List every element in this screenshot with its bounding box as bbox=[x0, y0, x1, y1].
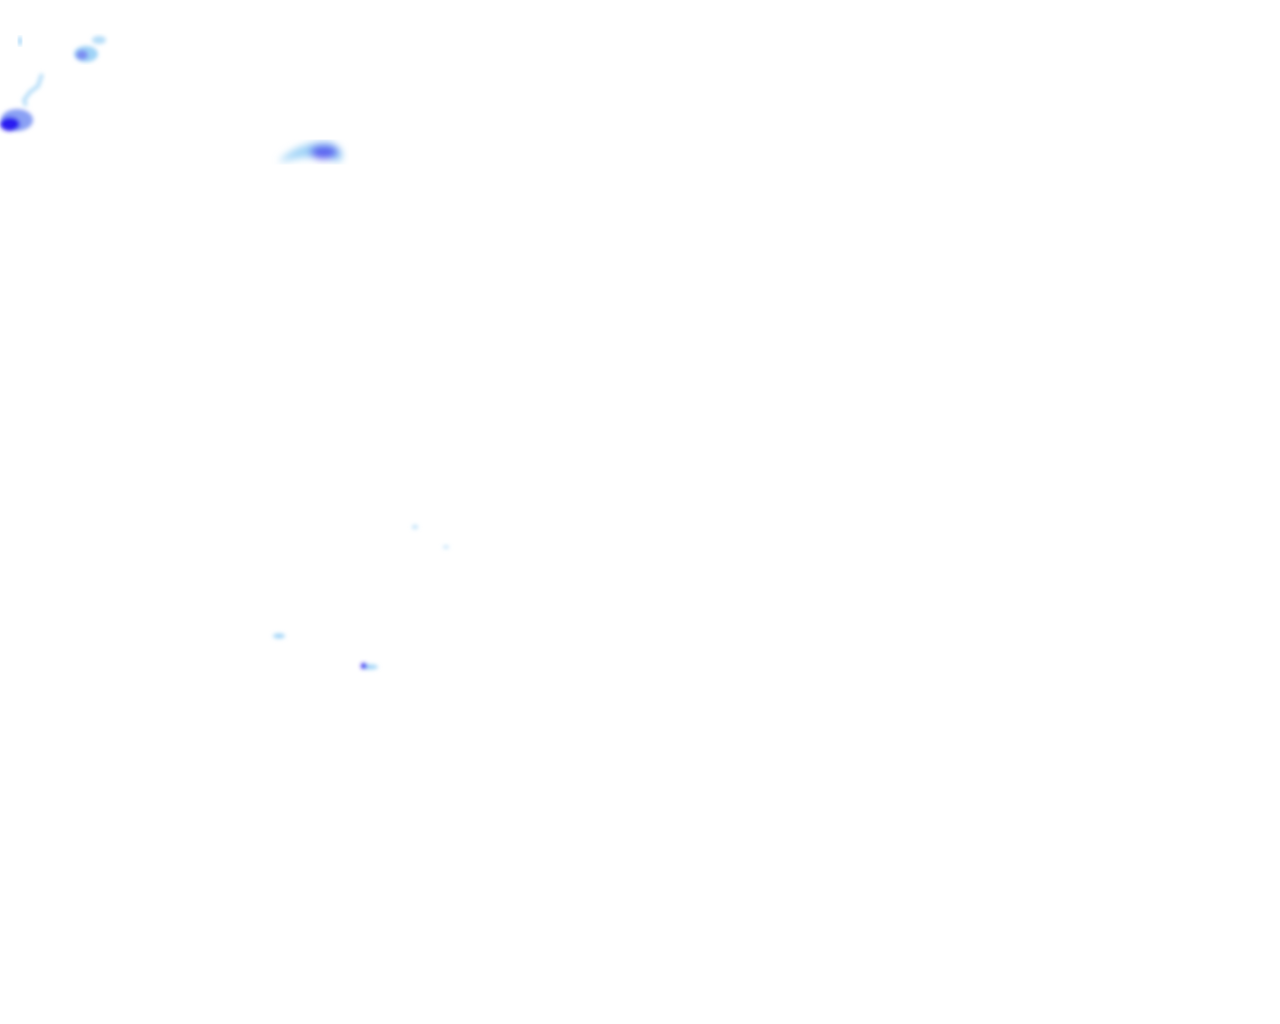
echo-specks bbox=[273, 525, 449, 670]
echo-cluster-top bbox=[74, 36, 106, 62]
echo-crescent bbox=[278, 141, 343, 162]
echo-small-top-left bbox=[18, 36, 22, 46]
echo-band-left bbox=[0, 73, 44, 131]
